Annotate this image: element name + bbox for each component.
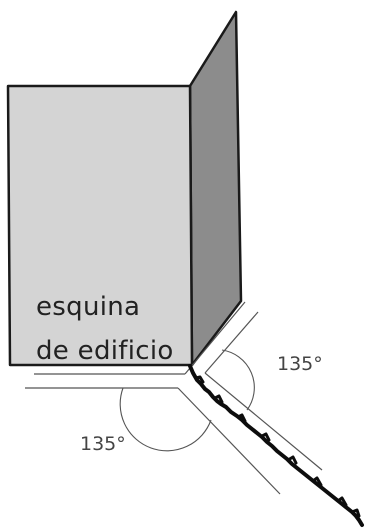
diagonal-line-lower-left bbox=[177, 387, 281, 495]
ground-line-upper-right bbox=[184, 301, 246, 375]
building-label-line2: de edificio bbox=[36, 336, 174, 366]
diagonal-line-upper-right bbox=[204, 311, 259, 374]
crack-jitter bbox=[194, 375, 361, 518]
building-front-face bbox=[6, 84, 194, 367]
crack-line bbox=[188, 364, 364, 527]
building-side-face bbox=[188, 10, 243, 367]
angle-label-left: 135° bbox=[80, 433, 126, 455]
angle-arc-right bbox=[221, 349, 255, 411]
angle-label-right: 135° bbox=[277, 353, 323, 375]
building-label-line1: esquina bbox=[36, 292, 141, 322]
angle-arc-left bbox=[119, 387, 212, 452]
diagonal-line-lower-right bbox=[204, 372, 323, 471]
